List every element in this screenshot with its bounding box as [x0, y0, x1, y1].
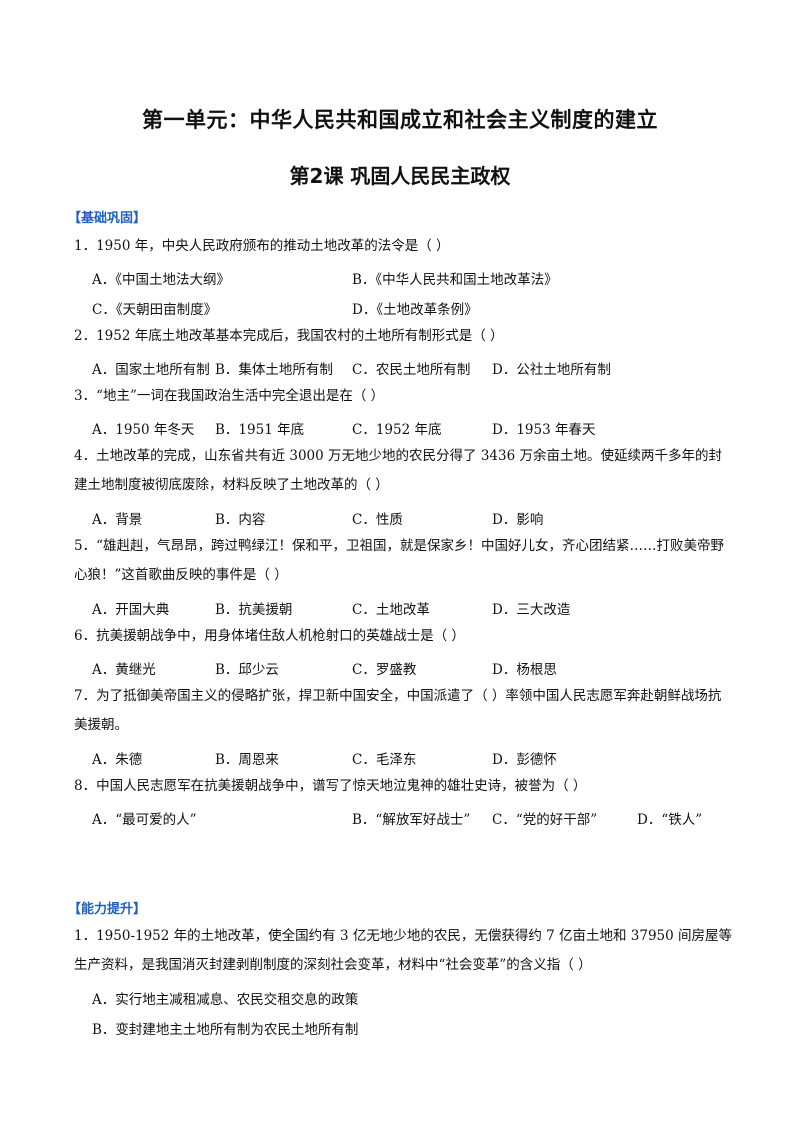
question-5: 5．“雄赳赳，气昂昂，跨过鸭绿江！保和平，卫祖国，就是保家乡！中国好儿女，齐心团… — [74, 538, 724, 583]
question-8-options: A．“最可爱的人” B．“解放军好战士” C．“党的好干部” D．“铁人” — [92, 808, 752, 828]
option-d: D．彭德怀 — [492, 752, 557, 768]
option-a: A．朱德 — [92, 752, 143, 768]
question-2: 2．1952 年底土地改革基本完成后，我国农村的土地所有制形式是（ ） — [74, 328, 504, 344]
option-b: B．周恩来 — [215, 752, 279, 768]
option-c: C．1952 年底 — [352, 422, 442, 438]
option-b: B．内容 — [215, 512, 266, 528]
advanced-question-1: 1．1950-1952 年的土地改革，使全国约有 3 亿无地少地的农民，无偿获得… — [74, 928, 733, 973]
question-5-options: A．开国大典 B．抗美援朝 C．土地改革 D．三大改造 — [92, 598, 752, 618]
option-b: B．抗美援朝 — [215, 602, 293, 618]
option-d: D．1953 年春天 — [492, 422, 596, 438]
option-b: B．《中华人民共和国土地改革法》 — [352, 272, 558, 288]
option-a: A．黄继光 — [92, 662, 156, 678]
option-b: B．集体土地所有制 — [215, 362, 333, 378]
section-heading-advanced: 【能力提升】 — [68, 902, 147, 917]
question-4-options: A．背景 B．内容 C．性质 D．影响 — [92, 508, 752, 528]
option-c: C．罗盛教 — [352, 662, 417, 678]
question-1-options-row2: C．《天朝田亩制度》 D．《土地改革条例》 — [92, 298, 752, 318]
question-1: 1．1950 年，中央人民政府颁布的推动土地改革的法令是（ ） — [74, 238, 450, 254]
document-title: 第一单元：中华人民共和国成立和社会主义制度的建立 — [142, 108, 658, 132]
option-a: A．《中国土地法大纲》 — [92, 272, 230, 288]
question-8: 8．中国人民志愿军在抗美援朝战争中，谱写了惊天地泣鬼神的雄壮史诗，被誉为（ ） — [74, 778, 587, 794]
option-c: C．《天朝田亩制度》 — [92, 302, 218, 318]
option-d: D．《土地改革条例》 — [352, 302, 478, 318]
option-c: C．毛泽东 — [352, 752, 417, 768]
option-b: B．变封建地主土地所有制为农民土地所有制 — [92, 1022, 359, 1038]
option-c: C．性质 — [352, 512, 403, 528]
option-a: A．“最可爱的人” — [92, 812, 197, 828]
question-7: 7．为了抵御美帝国主义的侵略扩张，捍卫新中国安全，中国派遣了（ ）率领中国人民志… — [74, 688, 722, 733]
option-a: A．开国大典 — [92, 602, 170, 618]
option-c: C．“党的好干部” — [492, 812, 598, 828]
option-d: D．公社土地所有制 — [492, 362, 611, 378]
question-3: 3．“地主”一词在我国政治生活中完全退出是在（ ） — [74, 388, 385, 404]
option-b: B．1951 年底 — [215, 422, 305, 438]
option-b: B．“解放军好战士” — [352, 812, 471, 828]
option-a: A．背景 — [92, 512, 143, 528]
question-3-options: A．1950 年冬天 B．1951 年底 C．1952 年底 D．1953 年春… — [92, 418, 752, 438]
question-7-options: A．朱德 B．周恩来 C．毛泽东 D．彭德怀 — [92, 748, 752, 768]
question-6: 6．抗美援朝战争中，用身体堵住敌人机枪射口的英雄战士是（ ） — [74, 628, 465, 644]
option-c: C．农民土地所有制 — [352, 362, 471, 378]
question-4: 4．土地改革的完成，山东省共有近 3000 万无地少地的农民分得了 3436 万… — [74, 448, 722, 493]
option-d: D．三大改造 — [492, 602, 571, 618]
section-heading-basic: 【基础巩固】 — [68, 211, 147, 226]
option-d: D．“铁人” — [637, 812, 703, 828]
question-2-options: A．国家土地所有制 B．集体土地所有制 C．农民土地所有制 D．公社土地所有制 — [92, 358, 752, 378]
option-d: D．杨根思 — [492, 662, 557, 678]
option-a: A．国家土地所有制 — [92, 362, 210, 378]
option-b: B．邱少云 — [215, 662, 279, 678]
advanced-question-1-option-b-row: B．变封建地主土地所有制为农民土地所有制 — [92, 1018, 752, 1038]
lesson-title: 第2课 巩固人民民主政权 — [289, 164, 511, 188]
option-a: A．1950 年冬天 — [92, 422, 195, 438]
option-c: C．土地改革 — [352, 602, 430, 618]
option-a: A．实行地主减租减息、农民交租交息的政策 — [92, 992, 359, 1008]
advanced-question-1-option-a-row: A．实行地主减租减息、农民交租交息的政策 — [92, 988, 752, 1008]
question-6-options: A．黄继光 B．邱少云 C．罗盛教 D．杨根思 — [92, 658, 752, 678]
option-d: D．影响 — [492, 512, 544, 528]
question-1-options: A．《中国土地法大纲》 B．《中华人民共和国土地改革法》 — [92, 268, 752, 288]
